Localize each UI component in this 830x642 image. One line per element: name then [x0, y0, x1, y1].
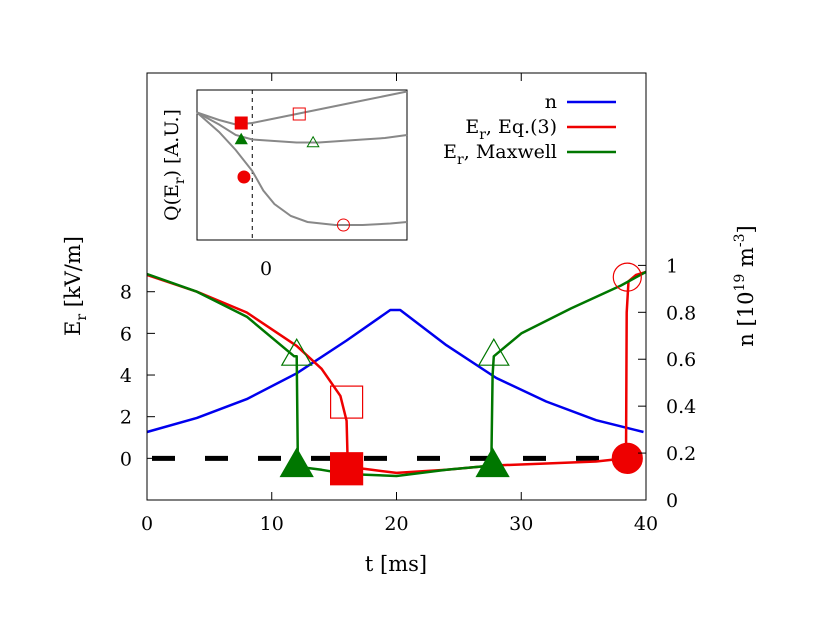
marker-triangle-open-4: [477, 337, 510, 366]
inset-frame: [196, 89, 408, 241]
axis-ticks: 0 10 20 30 40 0 2 4 6 8 0 0.2 0.4 0.6 0.8 1: [120, 73, 696, 535]
series-line-eq3: [146, 270, 647, 475]
inset-curve-1: [196, 111, 408, 144]
series-line-maxwell: [146, 270, 647, 478]
plot-area: [146, 262, 647, 486]
x-tick-label: 0: [141, 513, 153, 535]
inset-marker-circle-open-5: [336, 218, 350, 232]
x-axis-label: t [ms]: [365, 552, 427, 576]
inset-marker-triangle-open-2: [306, 135, 320, 148]
marker-triangle-filled-5: [475, 447, 510, 478]
marker-circle-open-6: [612, 262, 642, 292]
y-left-tick-label: 8: [120, 282, 132, 304]
inset-marker-triangle-filled-3: [234, 132, 248, 145]
inset-curve-0: [196, 90, 408, 126]
legend-label-n: n: [545, 91, 557, 113]
y-left-tick-label: 2: [120, 407, 132, 429]
marker-circle-filled-7: [611, 442, 643, 474]
inset-plot-area: [196, 90, 408, 240]
x-tick-label: 20: [384, 513, 408, 535]
inset-marker-square-open-0: [292, 107, 306, 121]
y-left-tick-label: 4: [120, 365, 132, 387]
inset-marker-circle-filled-4: [237, 170, 251, 184]
y-right-tick-label: 0.4: [666, 396, 696, 418]
inset-marker-square-filled-1: [234, 116, 248, 130]
marker-triangle-open-0: [280, 337, 313, 366]
inset-x-tick-label: 0: [260, 258, 272, 280]
legend-label-maxwell: Er, Maxwell: [443, 141, 557, 168]
y-right-tick-label: 0: [666, 490, 678, 512]
y-left-tick-label: 6: [120, 323, 132, 345]
x-tick-label: 10: [260, 513, 284, 535]
x-tick-label: 30: [509, 513, 533, 535]
marker-square-open-2: [330, 385, 364, 419]
y-right-tick-label: 0.8: [666, 302, 696, 324]
inset-chart: Q(Er) [A.U.] 0: [161, 89, 408, 280]
x-tick-label: 40: [634, 513, 658, 535]
series-line-n: [146, 308, 644, 434]
legend-label-eq3: Er, Eq.(3): [465, 116, 557, 143]
inset-curve-2: [196, 111, 408, 226]
y-right-tick-label: 0.6: [666, 349, 696, 371]
marker-square-filled-3: [330, 452, 364, 486]
y-axis-left-label: Er [kV/m]: [61, 236, 90, 336]
y-axis-right-label: n [1019 m-3]: [732, 225, 758, 346]
marker-triangle-filled-1: [279, 447, 314, 478]
axis-labels: t [ms] Er [kV/m] n [1019 m-3]: [61, 225, 758, 576]
y-left-tick-label: 0: [120, 448, 132, 470]
inset-y-axis-label: Q(Er) [A.U.]: [161, 109, 188, 221]
legend: nEr, Eq.(3)Er, Maxwell: [443, 91, 616, 168]
y-right-tick-label: 0.2: [666, 443, 696, 465]
y-right-tick-label: 1: [666, 255, 678, 277]
